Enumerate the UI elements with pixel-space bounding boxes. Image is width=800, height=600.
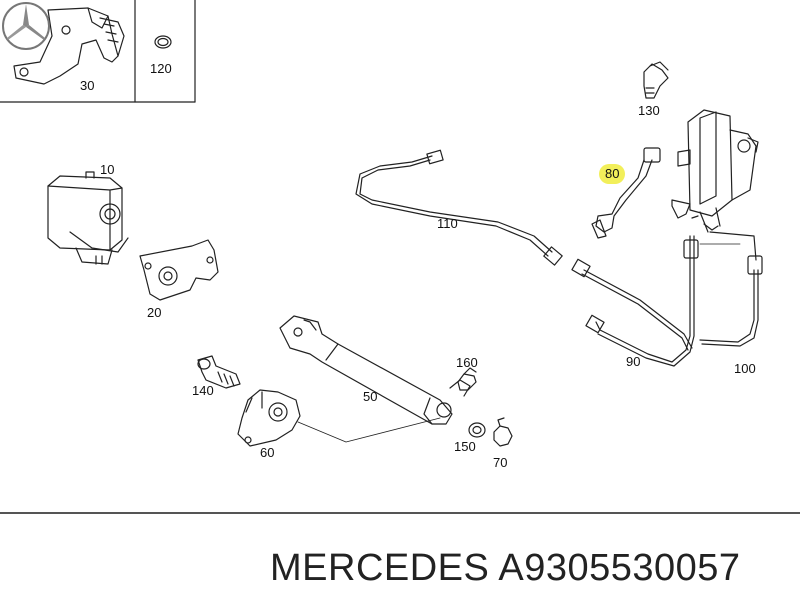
callout-100: 100	[734, 361, 756, 376]
inset-frame	[0, 0, 196, 103]
mercedes-star-icon	[2, 2, 50, 50]
brand-part-number: MERCEDES A9305530057	[270, 546, 741, 590]
callout-70: 70	[493, 455, 508, 470]
pump-reservoir-unit	[671, 109, 759, 233]
callout-30: 30	[80, 78, 95, 93]
callout-110: 110	[437, 216, 458, 231]
part-120-seal-ring	[154, 35, 172, 49]
part-60-housing	[237, 389, 301, 447]
brand-name: MERCEDES	[270, 547, 490, 589]
part-130-elbow-fitting	[643, 61, 669, 99]
callout-160: 160	[456, 355, 478, 370]
callout-90: 90	[626, 354, 641, 369]
callout-120: 120	[150, 61, 172, 76]
leader-60-to-50	[297, 417, 441, 443]
callout-60: 60	[260, 445, 275, 460]
part-100-hydraulic-line	[585, 231, 763, 367]
callout-140: 140	[192, 383, 214, 398]
part-30-bracket	[13, 7, 125, 85]
part-10-valve-block	[47, 171, 129, 265]
part-80-bent-pipe	[591, 147, 661, 239]
callout-50: 50	[363, 389, 378, 404]
part-160-fitting	[457, 367, 477, 391]
callout-80: 80	[599, 164, 626, 184]
callout-150: 150	[454, 439, 476, 454]
part-140-bolt	[197, 355, 241, 389]
part-number: A9305530057	[498, 547, 741, 589]
part-20-mounting-plate	[139, 239, 219, 301]
callout-10: 10	[100, 162, 115, 177]
part-70-clip	[493, 417, 513, 447]
part-150-ring	[468, 422, 486, 438]
footer-divider	[0, 512, 800, 514]
part-50-slave-cylinder	[279, 315, 471, 425]
part-90-hydraulic-line	[571, 258, 693, 351]
part-110-hydraulic-line	[355, 149, 563, 266]
callout-20: 20	[147, 305, 162, 320]
callout-130: 130	[638, 103, 660, 118]
